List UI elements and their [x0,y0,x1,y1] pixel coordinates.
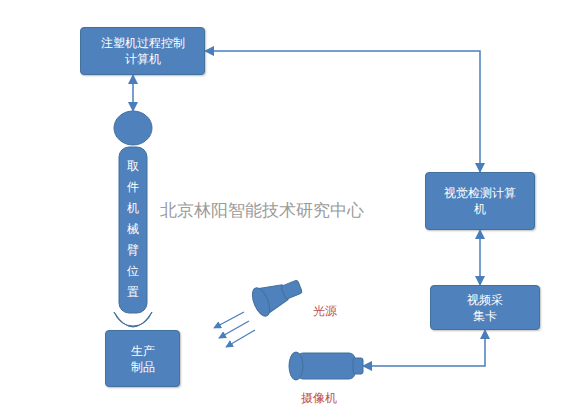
connector-arrow [205,51,480,172]
camera-lens [289,352,303,380]
camera: 摄像机 [285,345,365,407]
light-source: 光源 [243,280,343,325]
connector-arrow [363,330,485,366]
arm-joint [114,111,152,145]
light-label: 光源 [313,304,337,318]
light-ray [226,330,255,347]
watermark: 北京林阳智能技术研究中心 [160,200,364,220]
arm-label: 取件机械臂位置 [126,156,140,303]
light-source-shape [243,280,343,325]
box-label: 视频采 集卡 [465,292,505,324]
camera-body [297,353,355,379]
box-label: 视觉检测计算 机 [440,185,520,217]
connector-arrow [479,230,481,285]
light-ray [214,312,244,328]
process-computer: 注塑机过程控制 计算机 [80,27,205,75]
product-box: 生产 制品 [105,330,180,387]
camera-back [353,358,363,374]
arm-bar [119,147,147,313]
capture-card: 视频采 集卡 [430,285,540,330]
robot-arm: 取件机械臂位置 [113,110,153,332]
vision-computer: 视觉检测计算 机 [425,172,535,230]
camera-label: 摄像机 [301,391,337,405]
box-label: 生产 制品 [128,343,158,375]
lamp-lens [249,285,273,318]
gripper [114,312,152,327]
lamp-back [281,280,303,300]
box-label: 注塑机过程控制 计算机 [98,35,188,67]
connector-arrow [132,75,134,111]
